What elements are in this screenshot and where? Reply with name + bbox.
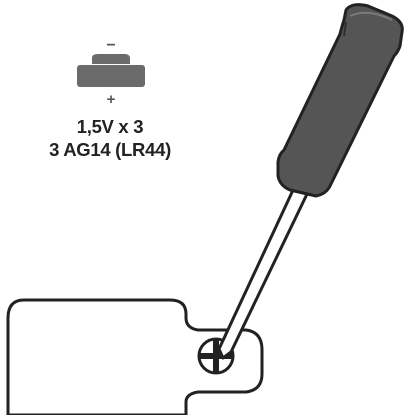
- device-housing: [6, 298, 264, 415]
- battery-type-label: 3 AG14 (LR44): [49, 139, 171, 160]
- battery-plus-symbol: +: [106, 91, 116, 108]
- coin-battery-icon: [77, 54, 145, 87]
- battery-minus-symbol: −: [106, 37, 116, 54]
- battery-voltage-label: 1,5V x 3: [76, 116, 144, 137]
- screwdriver-shaft: [217, 186, 310, 360]
- screwdriver-handle: [276, 3, 404, 198]
